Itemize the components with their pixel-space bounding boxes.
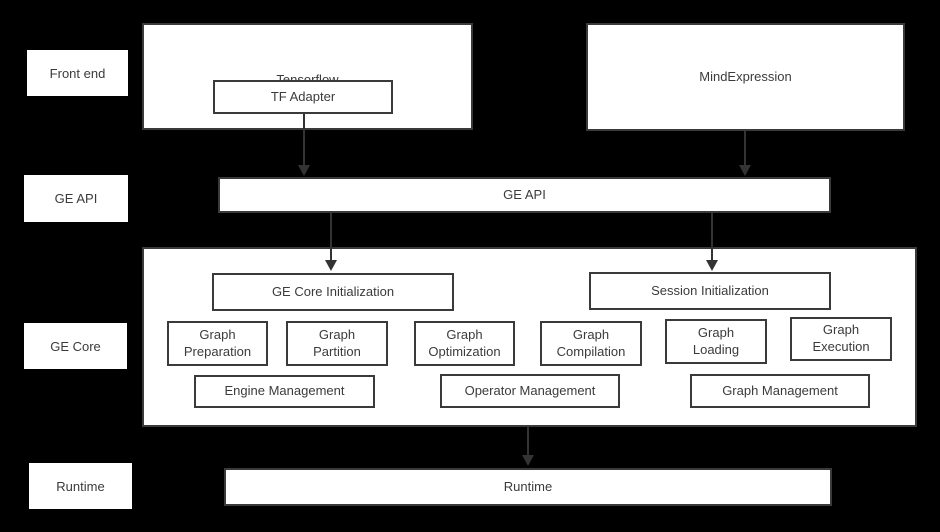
- graph-compilation-box: Graph Compilation: [540, 321, 642, 366]
- graph-preparation-box: Graph Preparation: [167, 321, 268, 366]
- graph-management-box: Graph Management: [690, 374, 870, 408]
- graph-partition-box: Graph Partition: [286, 321, 388, 366]
- side-label-ge-core: GE Core: [24, 323, 127, 369]
- engine-management-box: Engine Management: [194, 375, 375, 408]
- arrow-ge-core-to-runtime: [522, 427, 534, 466]
- graph-loading-box: Graph Loading: [665, 319, 767, 364]
- graph-optimization-box: Graph Optimization: [414, 321, 515, 366]
- side-label-ge-api: GE API: [24, 175, 128, 222]
- graph-execution-box: Graph Execution: [790, 317, 892, 361]
- side-label-runtime: Runtime: [29, 463, 132, 509]
- runtime-bar: Runtime: [224, 468, 832, 506]
- operator-management-box: Operator Management: [440, 374, 620, 408]
- arrow-mindexpression-to-ge-api: [739, 131, 751, 176]
- ge-api-bar: GE API: [218, 177, 831, 213]
- ge-core-initialization-box: GE Core Initialization: [212, 273, 454, 311]
- session-initialization-box: Session Initialization: [589, 272, 831, 310]
- side-label-front-end: Front end: [27, 50, 128, 96]
- tf-adapter-box: TF Adapter: [213, 80, 393, 114]
- mindexpression-box: MindExpression: [586, 23, 905, 131]
